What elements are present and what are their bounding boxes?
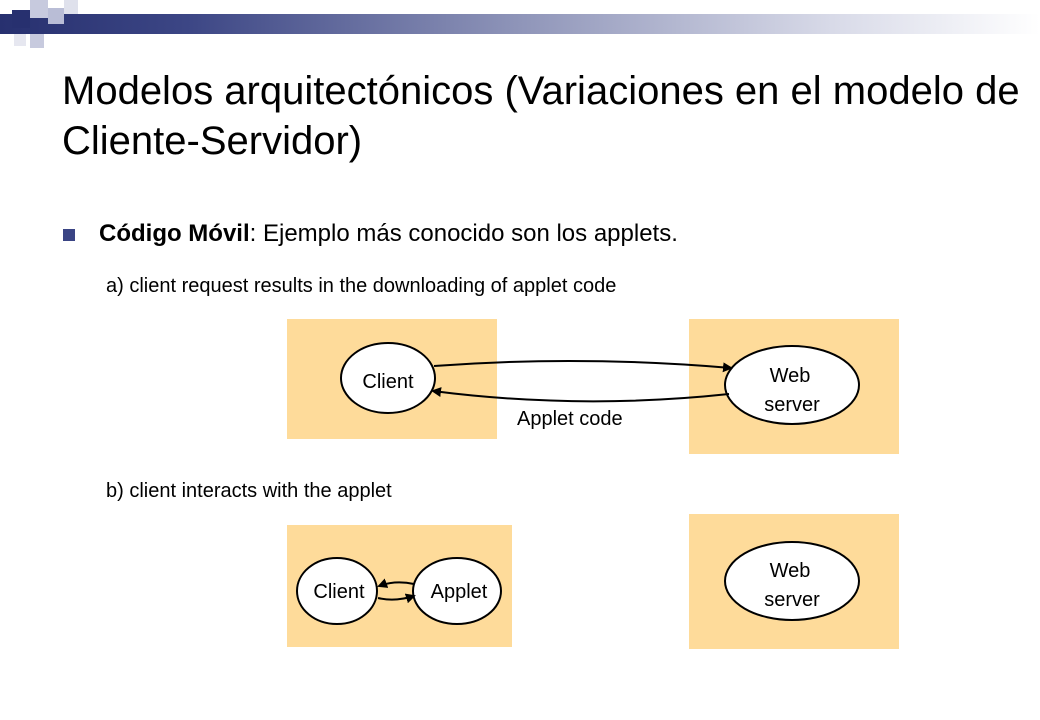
header-gradient-band bbox=[0, 14, 1040, 34]
panel-a-server-node bbox=[724, 345, 860, 425]
panel-b-server-label-2: server bbox=[764, 589, 820, 611]
panel-b-server-node bbox=[724, 541, 860, 621]
panel-b-applet-to-client-arrow bbox=[377, 578, 415, 588]
slide-title: Modelos arquitectónicos (Variaciones en … bbox=[62, 69, 1020, 163]
panel-a-arrow-label: Applet code bbox=[517, 408, 623, 430]
panel-b-client-to-applet-arrow bbox=[377, 593, 416, 604]
panel-b-applet-node bbox=[412, 557, 502, 625]
panel-a-client-label: Client bbox=[362, 371, 414, 393]
bullet-marker bbox=[63, 229, 75, 241]
header-square-light bbox=[30, 0, 48, 18]
panel-b-caption: b) client interacts with the applet bbox=[106, 480, 392, 502]
header-square-dark bbox=[12, 10, 30, 28]
panel-a-request-arrow bbox=[433, 359, 733, 373]
panel-a-server-label-1: Web bbox=[770, 365, 811, 387]
panel-a-applet-code-arrow bbox=[431, 387, 730, 403]
header-square-small bbox=[30, 34, 44, 48]
panel-a-caption: a) client request results in the downloa… bbox=[106, 275, 617, 297]
header-square-small-2 bbox=[14, 34, 26, 46]
header-square-light-2 bbox=[48, 8, 64, 24]
panel-a-server-label-2: server bbox=[764, 394, 820, 416]
bullet-term: Código Móvil bbox=[99, 220, 250, 247]
bullet-rest: : Ejemplo más conocido son los applets. bbox=[249, 220, 678, 247]
panel-b-client-node bbox=[296, 557, 378, 625]
bullet-text: Código Móvil: Ejemplo más conocido son l… bbox=[99, 218, 678, 250]
header-square-mid bbox=[64, 0, 78, 14]
panel-b-applet-label: Applet bbox=[431, 581, 488, 603]
panel-a-client-node bbox=[340, 342, 436, 414]
panel-b-client-label: Client bbox=[313, 581, 365, 603]
panel-b-server-label-1: Web bbox=[770, 560, 811, 582]
